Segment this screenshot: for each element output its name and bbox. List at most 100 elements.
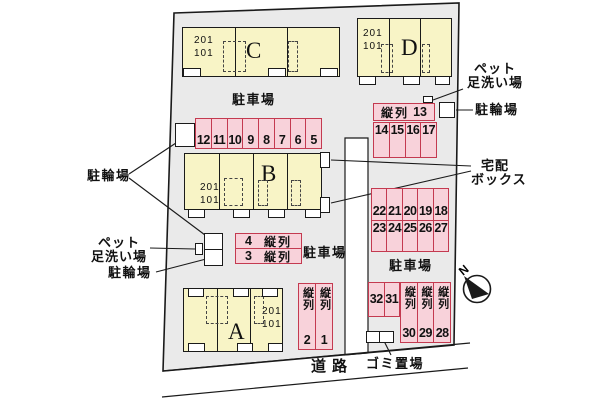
leader-bicycle-left-to-box bbox=[128, 177, 214, 242]
building-b-unit-numbers: 201 101 bbox=[200, 181, 220, 207]
parking-grid-lower-row: 23 24 25 26 27 bbox=[372, 220, 448, 251]
entrance-notch bbox=[435, 76, 450, 85]
stall-6: 6 bbox=[289, 119, 306, 148]
stall-17: 17 bbox=[420, 123, 436, 157]
stall-15: 15 bbox=[388, 123, 405, 157]
stall-32: 32 bbox=[369, 292, 383, 307]
unit-201: 201 bbox=[262, 306, 282, 317]
entrance-notch bbox=[320, 68, 338, 77]
stairs-dashed bbox=[291, 180, 301, 206]
building-a-divider bbox=[217, 289, 219, 351]
leader-delivery-lower bbox=[330, 170, 472, 204]
stall-29: 縦列 29 bbox=[416, 283, 434, 342]
parking-row-30-28: 縦列 30 縦列 29 縦列 28 bbox=[400, 282, 451, 343]
parking-stall-13: 縦列 13 bbox=[373, 103, 435, 121]
entrance-notch bbox=[403, 76, 420, 85]
bicycle-parking-label-west: 駐輪場 bbox=[87, 168, 131, 183]
tandem-label: 縦列 bbox=[381, 105, 410, 120]
bicycle-parking-box-right bbox=[439, 102, 455, 118]
stairs-dashed bbox=[224, 178, 243, 206]
stall-1: 縦列 1 bbox=[315, 284, 332, 349]
stairs-dashed bbox=[254, 296, 264, 324]
unit-201: 201 bbox=[194, 35, 214, 46]
parking-row-14-17: 14 15 16 17 bbox=[373, 122, 437, 158]
stall-10: 10 bbox=[226, 119, 243, 148]
building-d-divider bbox=[389, 19, 391, 76]
leader-garbage bbox=[383, 340, 392, 356]
garbage-box-left-cell bbox=[366, 331, 380, 343]
road-edge-upper bbox=[162, 342, 471, 372]
unit-201: 201 bbox=[363, 28, 383, 39]
entrance-notch bbox=[233, 288, 249, 297]
north-arrow-circle bbox=[462, 274, 492, 304]
unit-101: 101 bbox=[262, 319, 282, 330]
parking-lot-label-north: 駐車場 bbox=[232, 92, 276, 107]
parking-lot-label-mid: 駐車場 bbox=[303, 245, 347, 260]
delivery-box-label: 宅配 ボックス bbox=[471, 158, 527, 187]
unit-101: 101 bbox=[200, 195, 220, 206]
building-b-divider bbox=[219, 154, 221, 209]
stairs-dashed bbox=[288, 41, 298, 72]
building-c-divider bbox=[287, 28, 289, 76]
stall-18: 18 bbox=[432, 189, 448, 220]
stairs-dashed bbox=[206, 296, 228, 324]
stall-16: 16 bbox=[404, 123, 421, 157]
entrance-notch bbox=[183, 68, 201, 77]
building-b-divider bbox=[253, 154, 255, 209]
stall-9: 9 bbox=[242, 119, 258, 148]
entrance-notch bbox=[268, 209, 285, 218]
road-label: 道路 bbox=[311, 358, 354, 375]
building-b-letter: B bbox=[261, 161, 277, 186]
stall-19: 19 bbox=[417, 189, 432, 220]
entrance-notch bbox=[237, 343, 253, 352]
stall-26: 26 bbox=[417, 220, 432, 251]
entrance-notch bbox=[188, 209, 205, 218]
driveway-strip bbox=[344, 137, 369, 356]
stall-30: 縦列 30 bbox=[402, 286, 416, 340]
bicycle-parking-box-mid-upper bbox=[204, 233, 223, 250]
tandem-label: 縦列 bbox=[420, 286, 432, 310]
delivery-box-lower bbox=[320, 197, 330, 213]
unit-101: 101 bbox=[363, 41, 383, 52]
stairs-dashed bbox=[381, 44, 393, 73]
entrance-notch bbox=[188, 343, 205, 352]
garbage-box-right-cell bbox=[379, 331, 394, 343]
stall-14: 14 bbox=[374, 123, 388, 137]
bicycle-parking-label-east: 駐輪場 bbox=[475, 102, 519, 117]
stairs-dashed bbox=[223, 41, 246, 72]
tandem-label: 縦列 bbox=[318, 287, 331, 311]
building-c-unit-numbers: 201 101 bbox=[194, 34, 214, 60]
entrance-notch bbox=[233, 209, 250, 218]
road-edge-lower bbox=[161, 367, 469, 398]
leader-bicycle-left-lower bbox=[155, 257, 211, 273]
stall-27: 27 bbox=[432, 220, 448, 251]
building-d-divider bbox=[420, 19, 422, 76]
building-b: 201 101 B bbox=[184, 153, 322, 218]
pet-wash-label-west: ペット 足洗い場 bbox=[90, 235, 147, 264]
pet-wash-box-left bbox=[195, 243, 203, 255]
bicycle-parking-box-north bbox=[175, 123, 195, 147]
parking-row-2-1: 縦列 2 縦列 1 bbox=[298, 283, 333, 350]
building-d: 201 101 D bbox=[357, 18, 452, 85]
delivery-box-upper bbox=[320, 152, 330, 168]
stall-31: 31 bbox=[383, 283, 400, 316]
tandem-label: 縦列 bbox=[403, 286, 416, 310]
garbage-area-label: ゴミ置場 bbox=[366, 356, 425, 371]
entrance-notch bbox=[268, 343, 283, 352]
building-a: 201 101 A bbox=[183, 288, 283, 352]
leader-pet-left bbox=[149, 247, 196, 250]
building-a-letter: A bbox=[228, 319, 245, 344]
stall-23: 23 bbox=[372, 220, 386, 235]
leader-delivery-upper bbox=[330, 159, 472, 167]
parking-grid-upper-row: 22 21 20 19 18 bbox=[372, 189, 448, 221]
pet-wash-box-right bbox=[423, 96, 433, 103]
parking-lot-label-east: 駐車場 bbox=[389, 258, 433, 273]
parking-row-12-5: 12 11 10 9 8 7 6 5 bbox=[195, 118, 322, 149]
parking-row-32-31: 32 31 bbox=[368, 282, 400, 317]
building-d-letter: D bbox=[401, 35, 418, 60]
building-d-unit-numbers: 201 101 bbox=[363, 27, 383, 53]
entrance-notch bbox=[305, 209, 321, 218]
stall-8: 8 bbox=[258, 119, 274, 148]
north-arrow: N bbox=[456, 262, 492, 304]
